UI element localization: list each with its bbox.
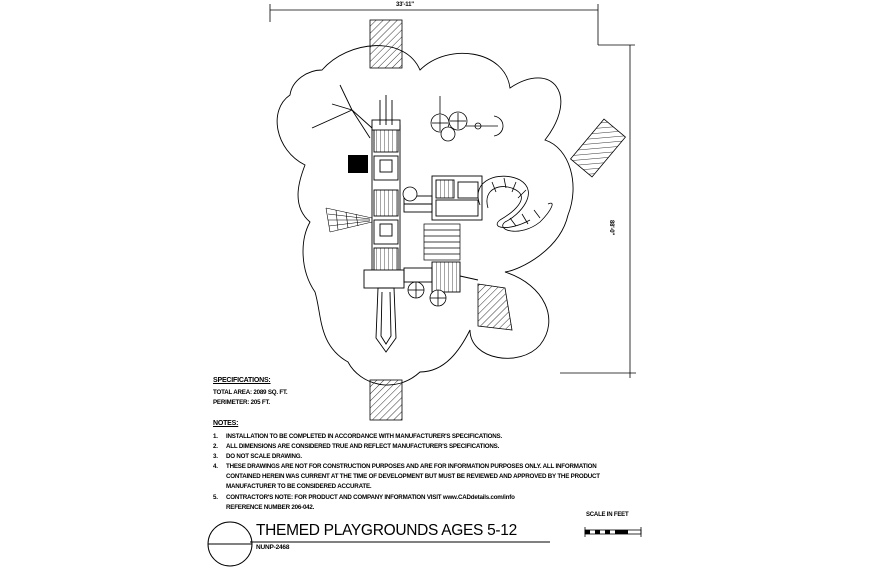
specifications-heading: SPECIFICATIONS: bbox=[213, 377, 271, 384]
note-continuation: CONTAINED HEREIN WAS CURRENT AT THE TIME… bbox=[226, 473, 600, 480]
main-deck-spine bbox=[363, 95, 405, 289]
height-dimension-label: 88'-0" bbox=[608, 220, 614, 236]
spinner-arms bbox=[311, 84, 373, 139]
drawing-number: NUNP-2468 bbox=[256, 544, 290, 551]
note-continuation: REFERENCE NUMBER 206-042. bbox=[226, 504, 315, 511]
notes-heading: NOTES: bbox=[213, 420, 239, 427]
width-dimension-label: 33'-11" bbox=[396, 2, 414, 8]
scale-label: SCALE IN FEET bbox=[586, 512, 629, 518]
scale-bar bbox=[584, 527, 642, 537]
height-dimension-line bbox=[560, 44, 636, 378]
tire-swing bbox=[439, 96, 504, 137]
note-item: 4.THESE DRAWINGS ARE NOT FOR CONSTRUCTIO… bbox=[213, 463, 597, 470]
access-path-north bbox=[369, 19, 403, 69]
south-slide bbox=[375, 287, 397, 353]
note-item: 1.INSTALLATION TO BE COMPLETED IN ACCORD… bbox=[213, 433, 502, 440]
spinner-discs bbox=[402, 111, 468, 307]
safety-zone-boundary bbox=[276, 45, 574, 386]
note-item: 5.CONTRACTOR'S NOTE: FOR PRODUCT AND COM… bbox=[213, 494, 515, 501]
ladder-bridge bbox=[423, 223, 461, 261]
east-platform bbox=[403, 175, 483, 221]
note-item: 2.ALL DIMENSIONS ARE CONSIDERED TRUE AND… bbox=[213, 443, 500, 450]
sand-area bbox=[477, 283, 513, 331]
note-item: 3.DO NOT SCALE DRAWING. bbox=[213, 453, 302, 460]
width-dimension-line bbox=[269, 4, 599, 45]
climbing-net bbox=[325, 207, 373, 233]
drawing-title: THEMED PLAYGROUNDS AGES 5-12 bbox=[256, 522, 517, 539]
access-path-east bbox=[569, 118, 627, 178]
spec-total-area: TOTAL AREA: 2089 SQ. FT. bbox=[213, 389, 288, 396]
roof-panel bbox=[348, 155, 368, 173]
tube-slide bbox=[477, 175, 553, 232]
title-block-circle bbox=[207, 521, 253, 567]
spec-perimeter: PERIMETER: 205 FT. bbox=[213, 399, 270, 406]
title-underline bbox=[250, 541, 550, 543]
note-continuation: MANUFACTURER TO BE CONSIDERED ACCURATE. bbox=[226, 483, 372, 490]
access-path-south bbox=[369, 379, 403, 421]
